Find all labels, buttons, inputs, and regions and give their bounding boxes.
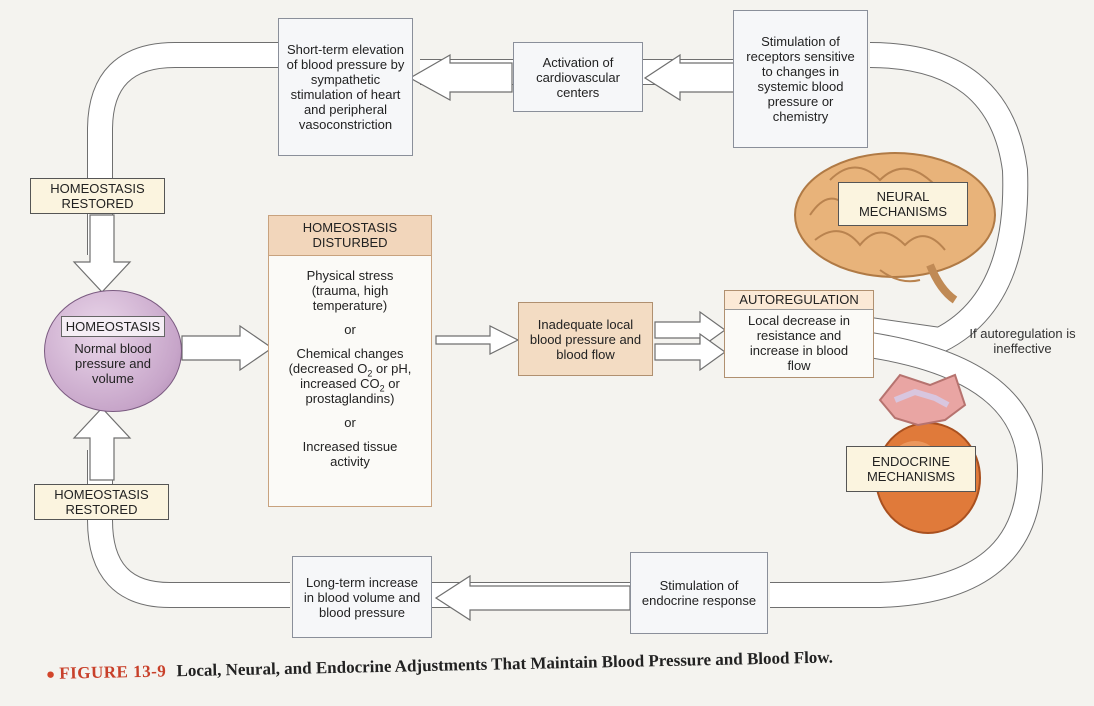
neural-mechanisms-text: NEURAL MECHANISMS <box>858 189 948 219</box>
disturbed-item-tissue: Increased tissue activity <box>302 439 398 469</box>
homeostasis-restored-top-text: HOMEOSTASIS RESTORED <box>50 181 145 211</box>
long-term-increase-text: Long-term increase in blood volume and b… <box>303 574 421 620</box>
arrow-receptors-to-activation <box>643 53 735 102</box>
disturbed-item-physical: Physical stress (trauma, high temperatur… <box>306 268 394 313</box>
autoregulation-body: Local decrease in resistance and increas… <box>748 313 850 373</box>
arrow-disturbed-to-inadequate <box>435 325 520 355</box>
activation-box: Activation of cardiovascular centers <box>513 42 643 112</box>
autoregulation-ineffective-note: If autoregulation is ineffective <box>969 326 1076 356</box>
stimulation-endocrine-text: Stimulation of endocrine response <box>641 578 757 608</box>
disturbed-or-1: or <box>344 322 356 337</box>
arrow-inadequate-to-autoregulation <box>654 310 727 372</box>
stimulation-endocrine-box: Stimulation of endocrine response <box>630 552 768 634</box>
homeostasis-restored-top: HOMEOSTASIS RESTORED <box>30 178 165 214</box>
arrow-activation-to-shortterm <box>408 53 513 102</box>
homeostasis-restored-bottom-text: HOMEOSTASIS RESTORED <box>54 487 149 517</box>
brain-illustration <box>794 152 996 304</box>
arrow-homeostasis-to-disturbed <box>181 324 274 372</box>
activation-text: Activation of cardiovascular centers <box>536 54 620 100</box>
caption-figure-number: FIGURE 13-9 <box>59 661 167 683</box>
homeostasis-disturbed-box: HOMEOSTASIS DISTURBED Physical stress (t… <box>268 215 432 507</box>
stimulation-receptors-text: Stimulation of receptors sensitive to ch… <box>746 34 855 124</box>
homeostasis-title: HOMEOSTASIS <box>60 316 166 337</box>
endocrine-mechanisms-text: ENDOCRINE MECHANISMS <box>866 454 956 484</box>
homeostasis-circle: HOMEOSTASIS Normal blood pressure and vo… <box>44 290 182 412</box>
autoregulation-box: AUTOREGULATION Local decrease in resista… <box>724 290 874 378</box>
homeostasis-disturbed-title: HOMEOSTASIS DISTURBED <box>269 216 431 256</box>
short-term-elevation-box: Short-term elevation of blood pressure b… <box>278 18 413 156</box>
caption-bullet-icon: ● <box>45 666 56 683</box>
short-term-elevation-text: Short-term elevation of blood pressure b… <box>286 42 405 132</box>
disturbed-or-2: or <box>344 415 356 430</box>
disturbed-item-chemical: Chemical changes (decreased O2 or pH, in… <box>288 346 412 406</box>
homeostasis-body: Normal blood pressure and volume <box>74 341 152 386</box>
long-term-increase-box: Long-term increase in blood volume and b… <box>292 556 432 638</box>
arrow-restored-bottom-up <box>72 407 132 481</box>
arrow-endocrine-to-longterm <box>434 574 631 622</box>
stimulation-receptors-box: Stimulation of receptors sensitive to ch… <box>733 10 868 148</box>
arrow-restored-top-down <box>72 214 132 293</box>
autoregulation-title: AUTOREGULATION <box>725 291 873 310</box>
endocrine-mechanisms-label: ENDOCRINE MECHANISMS <box>846 446 976 492</box>
homeostasis-restored-bottom: HOMEOSTASIS RESTORED <box>34 484 169 520</box>
neural-mechanisms-label: NEURAL MECHANISMS <box>838 182 968 226</box>
inadequate-flow-box: Inadequate local blood pressure and bloo… <box>518 302 653 376</box>
inadequate-flow-text: Inadequate local blood pressure and bloo… <box>529 316 642 362</box>
homeostasis-disturbed-body: Physical stress (trauma, high temperatur… <box>269 256 431 469</box>
